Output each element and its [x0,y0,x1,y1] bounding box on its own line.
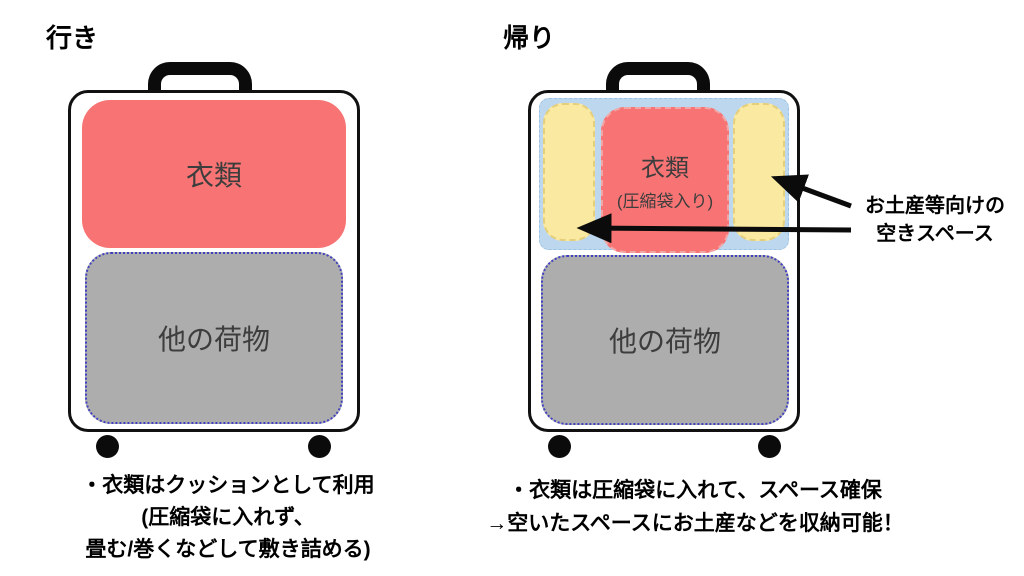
right-other-luggage-block: 他の荷物 [541,255,789,425]
left-clothes-label: 衣類 [185,160,242,191]
left-suitcase-body: 衣類 他の荷物 [68,90,360,432]
left-clothes-block: 衣類 [82,100,346,248]
left-caption: ・衣類はクッションとして利用 (圧縮袋に入れず、 畳む/巻くなどして敷き詰める) [28,470,428,566]
left-suitcase-wheel-left [96,435,119,458]
left-other-luggage-block: 他の荷物 [85,252,343,424]
left-caption-line1: ・衣類はクッションとして利用 [81,474,375,497]
souvenir-space-left-block [543,103,595,241]
right-clothes-label: 衣類 [641,155,689,182]
right-other-luggage-label: 他の荷物 [608,326,721,357]
right-suitcase-wheel-right [758,435,781,458]
left-caption-line3: 畳む/巻くなどして敷き詰める) [85,538,371,561]
right-caption-line2: →空いたスペースにお土産などを収納可能！ [486,512,904,535]
annotation-line1: お土産等向けの [865,195,1005,217]
souvenir-space-annotation: お土産等向けの 空きスペース [846,192,1024,248]
right-suitcase-body: 衣類 (圧縮袋入り) 他の荷物 [528,90,800,432]
right-suitcase-handle [606,62,710,96]
right-caption-line1: ・衣類は圧縮袋に入れて、スペース確保 [508,479,882,502]
left-panel-title: 行き [46,23,99,53]
left-caption-line2: (圧縮袋に入れず、 [141,506,315,529]
left-other-luggage-label: 他の荷物 [157,324,270,355]
souvenir-space-right-block [733,103,785,241]
right-clothes-block: 衣類 (圧縮袋入り) [601,107,729,253]
right-clothes-note: (圧縮袋入り) [616,192,714,211]
right-panel-title: 帰り [503,23,556,53]
right-caption: ・衣類は圧縮袋に入れて、スペース確保 →空いたスペースにお土産などを収納可能！ [420,474,970,540]
right-suitcase-wheel-left [548,435,571,458]
annotation-line2: 空きスペース [876,223,994,245]
left-suitcase-wheel-right [308,435,331,458]
